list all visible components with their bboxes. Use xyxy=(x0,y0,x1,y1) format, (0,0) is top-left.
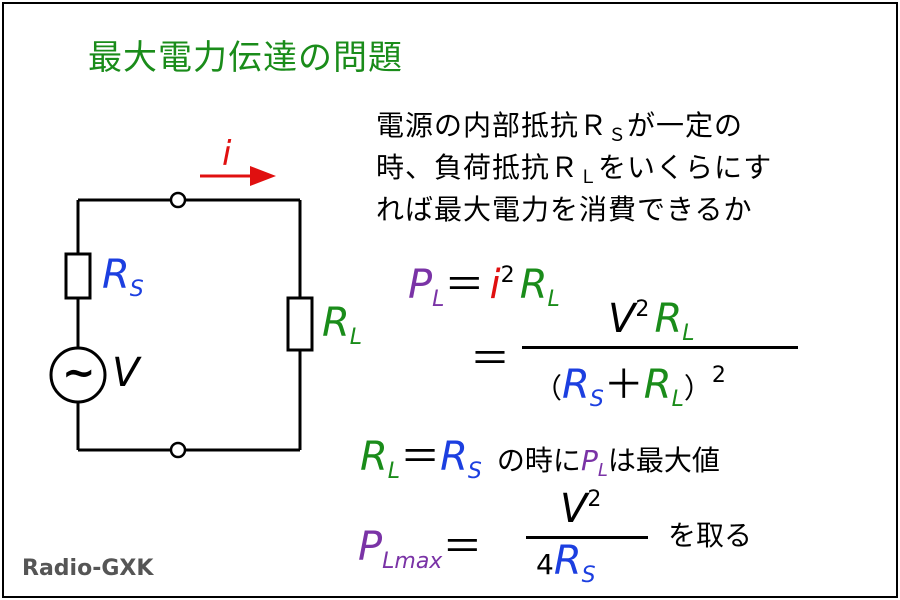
problem-text-b: が一定の xyxy=(627,109,744,142)
condition-line: RL＝RS の時にPLは最大値 xyxy=(360,424,720,484)
eq2-v: V xyxy=(608,296,636,342)
eq1-p-sub: L xyxy=(432,287,445,312)
problem-line-1: 電源の内部抵抗ＲＳが一定の xyxy=(376,104,744,146)
cond-rs-sub: S xyxy=(467,459,482,484)
current-label: i xyxy=(222,134,232,174)
cond-text-max: は最大値 xyxy=(607,444,720,477)
cond-rl-sub: L xyxy=(387,459,401,484)
load-resistor-label: RL xyxy=(322,300,362,350)
cond-p-sub: L xyxy=(597,460,608,481)
eq2-den-exp: 2 xyxy=(711,363,726,388)
terminal-top xyxy=(169,191,187,209)
eq2-rs-sub: S xyxy=(589,387,604,412)
eq2-r-sub: L xyxy=(682,321,695,346)
rs-subscript: S xyxy=(129,277,144,302)
eq1-r-sub: L xyxy=(547,287,560,312)
voltage-source xyxy=(49,346,107,404)
eq2-denominator: （RS＋RL）2 xyxy=(534,352,726,412)
ac-source-icon: ~ xyxy=(62,350,96,396)
load-resistor xyxy=(286,296,314,352)
eq3-coef: 4 xyxy=(536,548,554,581)
problem-line-2: 時、負荷抵抗ＲＬをいくらにす xyxy=(376,146,773,188)
rl-subscript: L xyxy=(349,325,363,350)
diagram-title: 最大電力伝達の問題 xyxy=(88,38,403,78)
eq3-v: V xyxy=(560,486,588,532)
eq1-p: P xyxy=(408,262,433,308)
eq3-equals: ＝ xyxy=(442,524,483,570)
source-resistor xyxy=(64,252,92,300)
credit-label: Radio-GXK xyxy=(22,556,154,581)
terminal-bottom xyxy=(169,441,187,459)
problem-text-d: をいくらにす xyxy=(598,151,773,184)
eq2-open-paren: （ xyxy=(534,372,563,405)
eq2-numerator: V2 RL xyxy=(608,296,695,346)
eq3-fraction-bar xyxy=(526,536,648,539)
eq1-i: i xyxy=(489,262,501,308)
eq2-close-paren: ） xyxy=(683,372,712,405)
eq3-numerator: V2 xyxy=(560,486,601,532)
eq2-v-exp: 2 xyxy=(635,297,650,322)
equation-max-power: PLmax＝ xyxy=(358,514,483,574)
eq2-fraction-bar xyxy=(522,346,798,349)
cond-rl: R xyxy=(360,434,388,480)
source-voltage-label: V xyxy=(112,350,140,396)
problem-sub-l: Ｌ xyxy=(579,167,599,188)
eq2-rs: R xyxy=(562,362,590,408)
source-resistor-label: RS xyxy=(102,252,144,302)
equation-power: PL＝ i2 RL xyxy=(408,252,560,312)
eq2-rl-sub: L xyxy=(671,387,684,412)
cond-equals: ＝ xyxy=(400,434,441,480)
eq3-r-sub: S xyxy=(581,563,596,588)
problem-sub-s: Ｓ xyxy=(608,125,628,146)
eq2-rl: R xyxy=(643,362,672,408)
eq3-denominator: 4RS xyxy=(536,538,596,588)
problem-text-c: 時、負荷抵抗Ｒ xyxy=(376,151,580,184)
problem-text-a: 電源の内部抵抗Ｒ xyxy=(376,109,609,142)
eq2-r: R xyxy=(654,296,683,342)
problem-line-3: れば最大電力を消費できるか xyxy=(376,193,753,226)
eq1-exp: 2 xyxy=(500,263,515,288)
eq3-text: を取る xyxy=(668,519,753,552)
eq3-v-exp: 2 xyxy=(587,487,602,512)
eq3-p-sub: Lmax xyxy=(382,549,443,574)
cond-text-when: の時に xyxy=(496,444,581,477)
eq2-plus: ＋ xyxy=(603,362,644,408)
current-arrow xyxy=(200,166,276,186)
eq3-r: R xyxy=(553,538,582,584)
eq3-p: P xyxy=(358,524,383,570)
cond-rs: R xyxy=(440,434,468,480)
eq1-equals: ＝ xyxy=(444,262,485,308)
eq1-r: R xyxy=(519,262,548,308)
cond-p: P xyxy=(580,444,598,477)
rl-symbol: R xyxy=(322,300,350,346)
eq2-equals: ＝ xyxy=(470,336,510,382)
rs-symbol: R xyxy=(102,252,130,298)
